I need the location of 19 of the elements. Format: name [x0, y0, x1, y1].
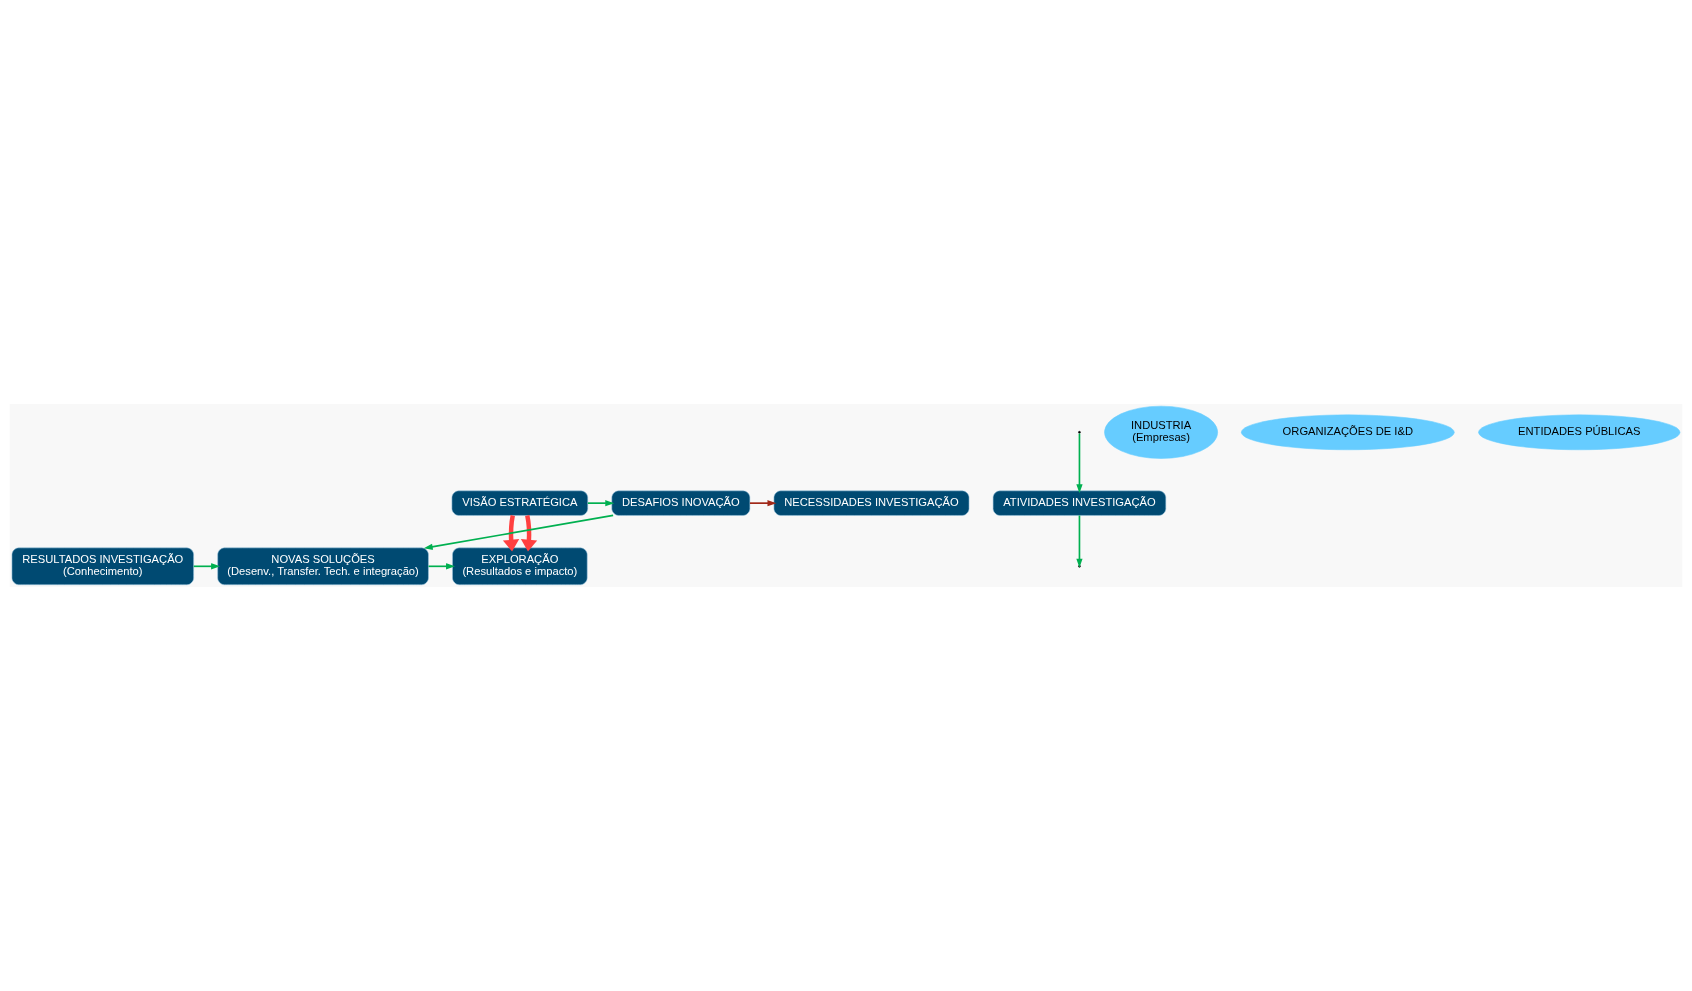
arrow [520, 515, 538, 552]
node-box: DESAFIOS INOVAÇÃO [611, 490, 751, 516]
node-box: EXPLORAÇÃO (Resultados e impacto) [452, 547, 588, 586]
node-box: NOVAS SOLUÇÕES (Desenv., Transfer. Tech. e integração) [217, 547, 429, 586]
node-box: RESULTADOS INVESTIGAÇÃO (Conhecimento) [11, 547, 194, 586]
arrow [1076, 514, 1083, 568]
arrow [427, 563, 455, 570]
arrow [423, 514, 614, 550]
arrow [502, 515, 520, 552]
arrow [1076, 432, 1083, 494]
node-box: ATIVIDADES INVESTIGAÇÃO [992, 490, 1167, 516]
arrow [587, 500, 615, 507]
node-ellipse: INDUSTRIA (Empresas) [1104, 405, 1218, 459]
arrow [192, 563, 221, 570]
node-box: NECESSIDADES INVESTIGAÇÃO [773, 490, 970, 516]
node-ellipse: ENTIDADES PÚBLICAS [1478, 414, 1681, 451]
node-box: VISÃO ESTRATÉGICA [451, 490, 589, 516]
node-ellipse: ORGANIZAÇÕES DE I&D [1241, 414, 1455, 451]
arrow [749, 500, 777, 507]
